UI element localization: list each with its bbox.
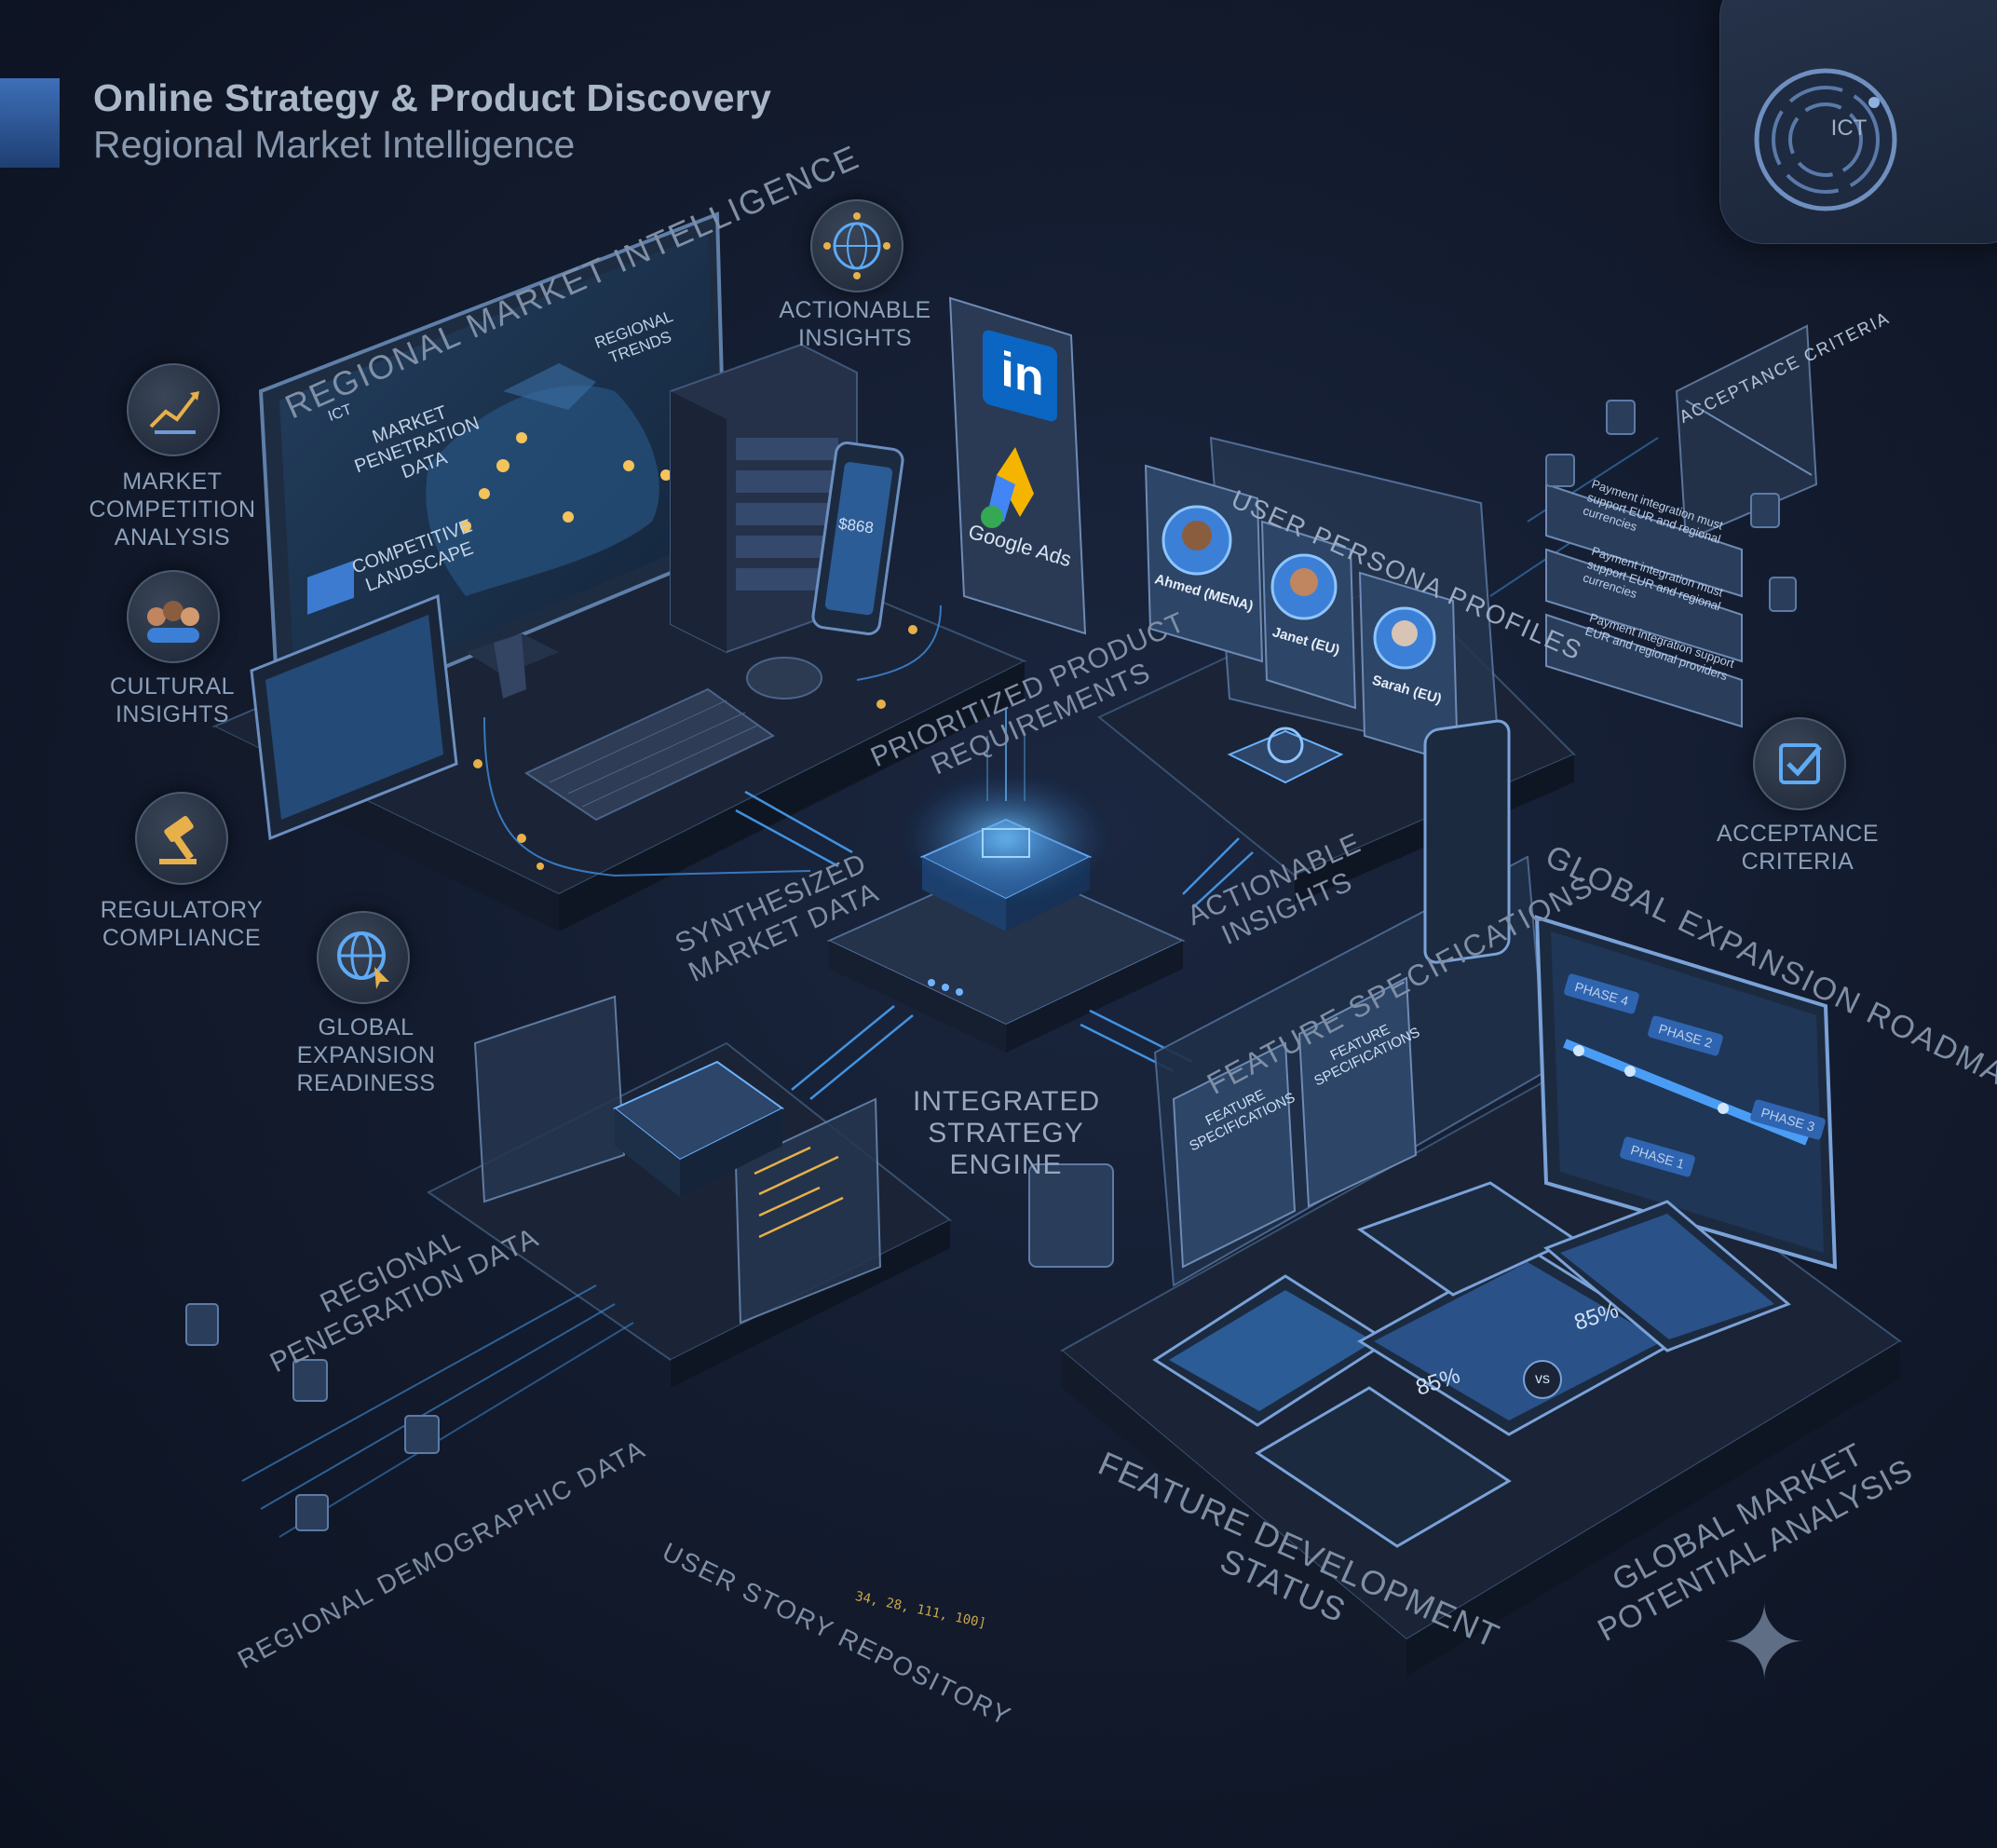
globe-cursor-icon <box>317 911 410 1004</box>
checkbox-icon <box>1753 717 1846 810</box>
keyboard <box>523 687 775 822</box>
data-flow-lines <box>241 437 1659 1538</box>
people-group-icon <box>127 570 220 663</box>
cultural-insights-label: CULTURAL INSIGHTS <box>109 673 236 727</box>
header-accent-bar <box>0 78 60 168</box>
user-story-panels <box>473 995 882 1325</box>
floating-doc-icons <box>185 400 1797 1531</box>
acceptance-criteria-label: ACCEPTANCE CRITERIA <box>1716 821 1879 875</box>
page-subtitle: Regional Market Intelligence <box>93 123 576 166</box>
gavel-icon <box>135 792 228 885</box>
persona-panels <box>1144 436 1501 784</box>
tablet-device <box>250 560 458 841</box>
global-expansion-label: GLOBAL EXPANSION READINESS <box>296 1014 436 1096</box>
actionable-insights-label: ACTIONABLE INSIGHTS <box>779 297 931 351</box>
ict-logo-icon <box>1754 68 1897 211</box>
page-title: Online Strategy & Product Discovery <box>93 76 772 119</box>
logo-text: ICT <box>1830 116 1868 141</box>
flow-nodes <box>473 625 917 870</box>
acceptance-criteria-panels <box>1545 324 1818 728</box>
growth-chart-icon <box>127 363 220 456</box>
server-rack <box>670 343 858 654</box>
strategy-engine-core <box>826 708 1186 1053</box>
desktop-monitor <box>258 211 729 739</box>
vs-badge: vs <box>1523 1360 1562 1399</box>
feature-roadmap-boards <box>1152 719 1838 1548</box>
globe-network-icon <box>810 199 903 292</box>
mouse <box>746 657 822 700</box>
regulatory-compliance-label: REGULATORY COMPLIANCE <box>100 897 264 951</box>
market-competition-label: MARKET COMPETITION ANALYSIS <box>88 469 256 550</box>
sparkle-icon: ✦ <box>1721 1586 1808 1701</box>
integrated-strategy-engine-label: INTEGRATED STRATEGY ENGINE <box>913 1086 1101 1180</box>
phone-device <box>811 442 904 635</box>
